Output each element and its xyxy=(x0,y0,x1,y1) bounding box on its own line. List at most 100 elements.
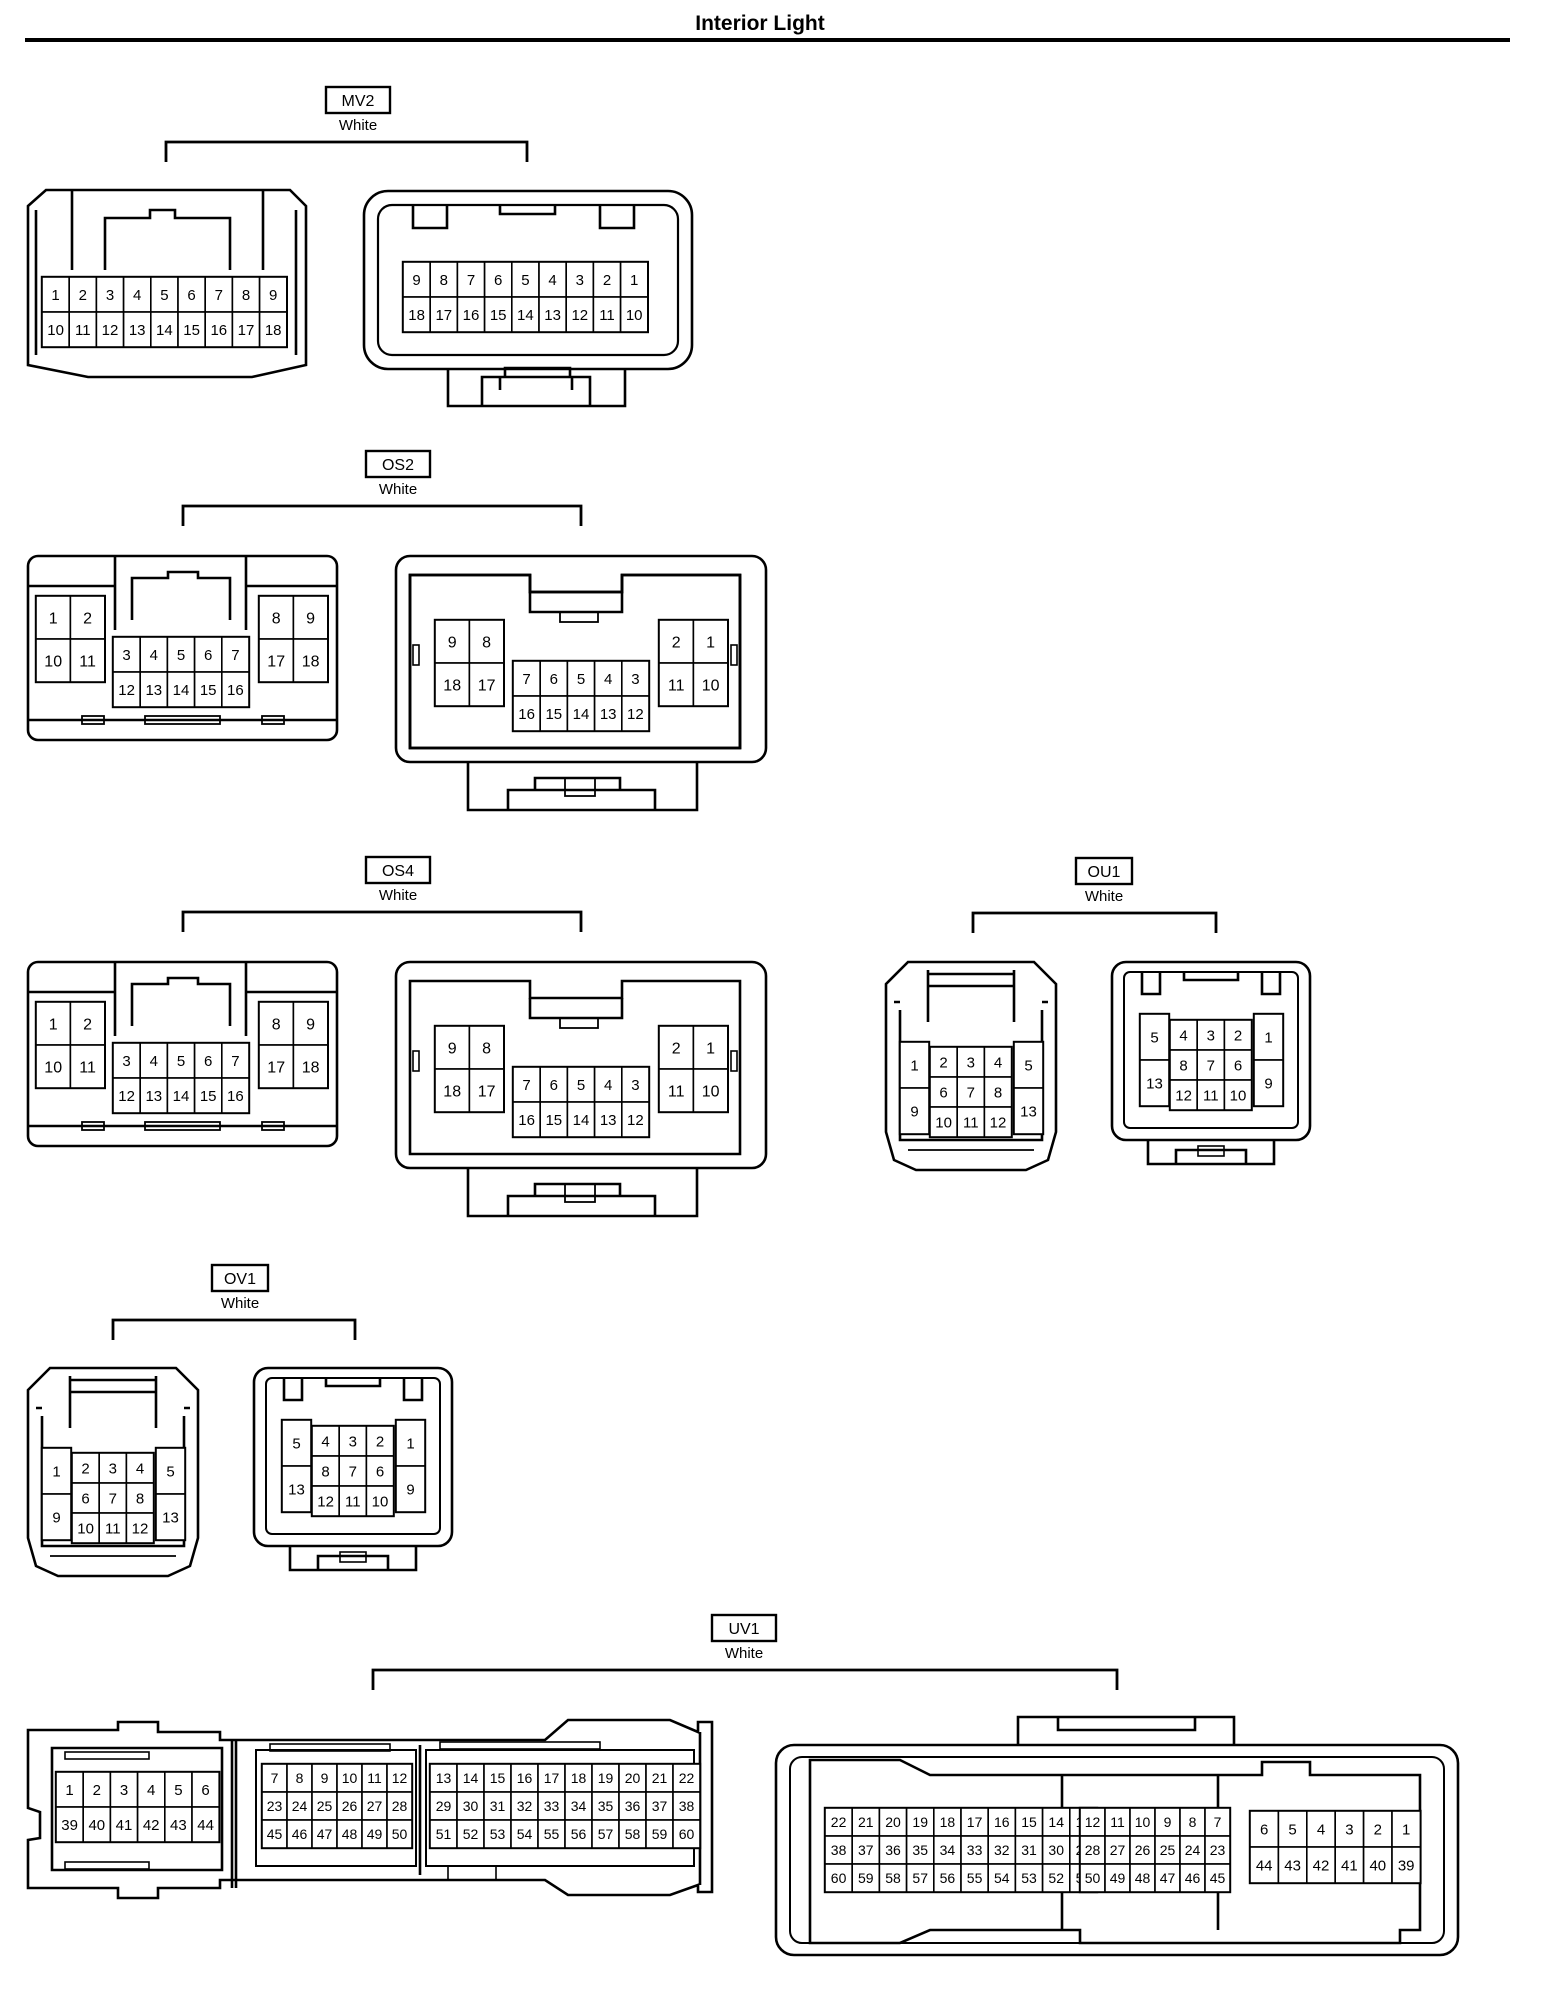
pin-number: 9 xyxy=(448,1040,457,1057)
pin-number: 9 xyxy=(1264,1075,1272,1092)
pin-cavity xyxy=(281,1419,312,1467)
pin-cavity xyxy=(82,1771,112,1808)
pin-number: 55 xyxy=(967,1870,983,1886)
pin-number: 9 xyxy=(306,610,315,627)
pin-cavity xyxy=(878,1863,908,1893)
pin-number: 8 xyxy=(321,1463,329,1480)
pin-number: 2 xyxy=(672,1040,681,1057)
pin-cavity xyxy=(483,261,513,298)
pin-number: 35 xyxy=(598,1798,614,1814)
pin-cavity xyxy=(1196,1079,1226,1111)
pin-cavity xyxy=(565,261,595,298)
pin-number: 55 xyxy=(544,1826,560,1842)
pin-number: 5 xyxy=(177,647,185,664)
pin-number: 56 xyxy=(940,1870,956,1886)
pin-number: 12 xyxy=(317,1493,334,1510)
rib xyxy=(730,1050,738,1072)
pin-cavity xyxy=(592,296,622,333)
pin-number: 23 xyxy=(1210,1842,1226,1858)
housing-outline xyxy=(130,570,232,620)
pin-cavity xyxy=(468,1025,505,1070)
pin-number: 52 xyxy=(1048,1870,1064,1886)
pin-number: 25 xyxy=(1160,1842,1176,1858)
pin-cavity xyxy=(231,311,261,348)
pin-cavity xyxy=(987,1863,1017,1893)
pin-number: 47 xyxy=(317,1826,333,1842)
pin-cavity xyxy=(164,1806,193,1843)
pin-number: 13 xyxy=(288,1481,305,1498)
pin-cavity xyxy=(899,1087,930,1135)
pin-cavity xyxy=(539,660,569,697)
pin-cavity xyxy=(177,311,207,348)
view-bracket xyxy=(371,1668,1119,1690)
pin-number: 8 xyxy=(440,272,448,289)
pin-number: 58 xyxy=(625,1826,641,1842)
pin-number: 8 xyxy=(1179,1057,1187,1074)
pin-number: 12 xyxy=(571,307,588,324)
pin-number: 57 xyxy=(912,1870,928,1886)
pin-cavity xyxy=(434,1025,471,1070)
connector-id: UV1 xyxy=(728,1621,759,1638)
pin-cavity xyxy=(136,1771,166,1808)
pin-cavity xyxy=(258,311,288,348)
pin-number: 8 xyxy=(482,634,491,651)
pin-cavity xyxy=(1253,1013,1284,1061)
pin-number: 9 xyxy=(910,1103,918,1120)
pin-number: 15 xyxy=(490,307,507,324)
pin-cavity xyxy=(483,296,513,333)
pin-cavity xyxy=(1129,1835,1156,1865)
housing-outline xyxy=(506,776,657,810)
pin-number: 13 xyxy=(129,322,146,339)
pin-number: 18 xyxy=(408,307,425,324)
pin-number: 42 xyxy=(1313,1857,1330,1874)
pin-cavity xyxy=(620,1066,650,1103)
pin-number: 20 xyxy=(625,1770,641,1786)
rib xyxy=(269,1743,391,1752)
pin-number: 2 xyxy=(93,1782,101,1799)
pin-number: 31 xyxy=(1021,1842,1037,1858)
pin-number: 40 xyxy=(88,1817,105,1834)
pin-number: 13 xyxy=(145,682,162,699)
connector-id-box xyxy=(210,1263,270,1293)
pin-number: 14 xyxy=(173,1088,190,1105)
pin-number: 4 xyxy=(994,1054,1002,1071)
pin-number: 5 xyxy=(1024,1057,1032,1074)
pin-cavity xyxy=(109,1771,139,1808)
title-rule xyxy=(25,38,1510,42)
pin-number: 18 xyxy=(302,653,320,670)
pin-number: 10 xyxy=(44,653,62,670)
pin-number: 16 xyxy=(517,1770,533,1786)
page-title: Interior Light xyxy=(695,12,825,35)
pin-number: 18 xyxy=(443,1083,461,1100)
pin-number: 2 xyxy=(603,272,611,289)
view-bracket xyxy=(164,140,529,162)
pin-number: 6 xyxy=(201,1782,209,1799)
pin-cavity xyxy=(1391,1846,1422,1884)
pin-cavity xyxy=(620,660,650,697)
pin-cavity xyxy=(905,1835,935,1865)
pin-number: 46 xyxy=(292,1826,308,1842)
pin-cavity xyxy=(1204,1835,1231,1865)
pin-cavity xyxy=(510,1763,539,1793)
pin-cavity xyxy=(429,296,459,333)
pin-cavity xyxy=(510,1819,539,1849)
pin-number: 7 xyxy=(1214,1814,1222,1830)
housing-outline xyxy=(1016,1715,1236,1745)
pin-number: 6 xyxy=(204,647,212,664)
pin-number: 57 xyxy=(598,1826,614,1842)
pin-number: 9 xyxy=(412,272,420,289)
pin-number: 11 xyxy=(79,653,96,670)
pin-number: 22 xyxy=(679,1770,695,1786)
pin-number: 7 xyxy=(967,1084,975,1101)
pin-number: 24 xyxy=(1185,1842,1201,1858)
pin-number: 14 xyxy=(156,322,173,339)
housing-outline xyxy=(528,998,624,1020)
pin-cavity xyxy=(1013,1087,1044,1135)
pin-cavity xyxy=(166,1077,196,1114)
pin-number: 60 xyxy=(679,1826,695,1842)
pin-number: 16 xyxy=(227,682,244,699)
pin-cavity xyxy=(983,1106,1013,1138)
pin-cavity xyxy=(361,1819,388,1849)
pin-number: 13 xyxy=(600,1112,617,1129)
pin-number: 10 xyxy=(342,1770,358,1786)
